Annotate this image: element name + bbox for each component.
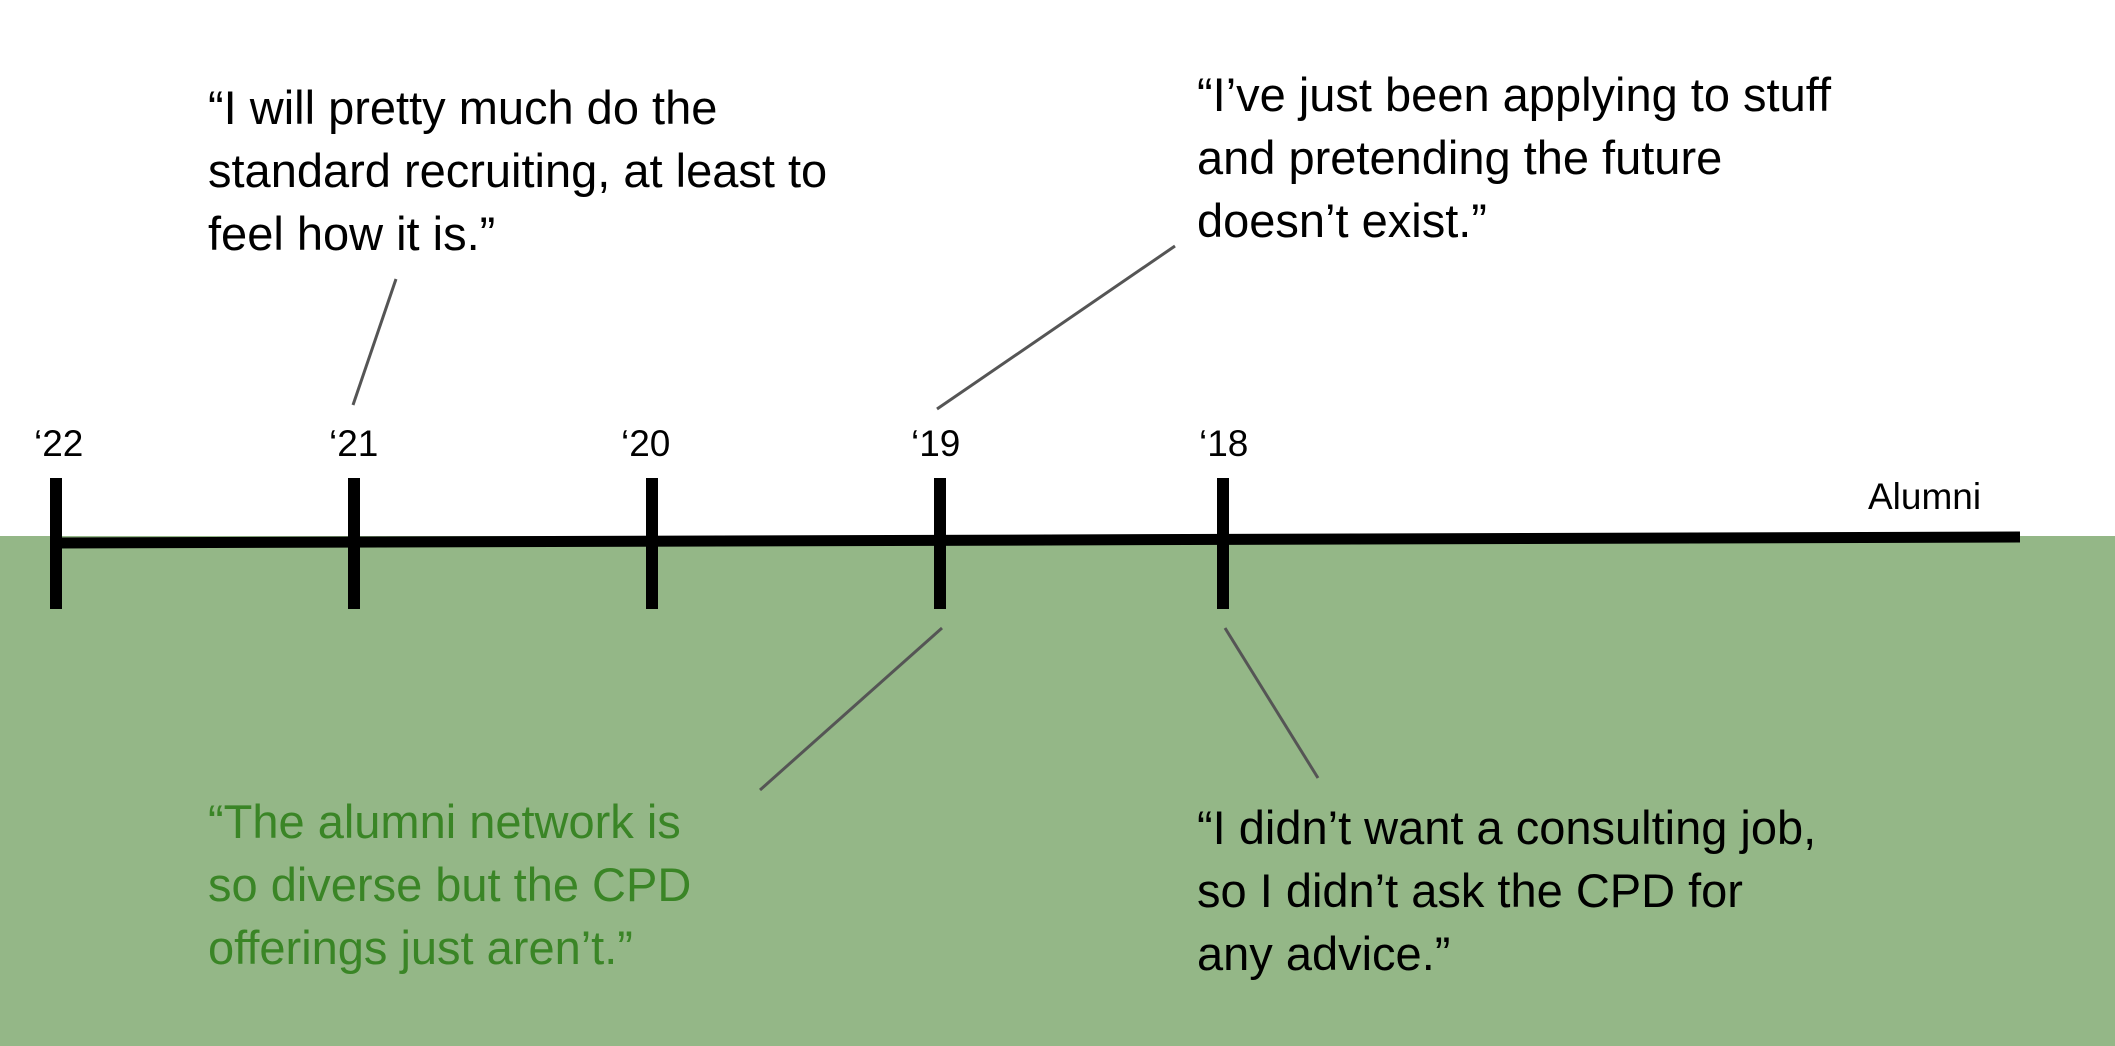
connector-q19-top (936, 244, 1176, 411)
quote-line: standard recruiting, at least to (208, 144, 828, 197)
year-label-21: ‘21 (329, 423, 379, 464)
connector-q18 (1223, 627, 1320, 779)
quote-line: “The alumni network is (208, 795, 681, 848)
quote-19-top: “I’ve just been applying to stuff and pr… (1197, 63, 1831, 252)
year-label-19: ‘19 (911, 423, 961, 464)
quote-line: “I didn’t want a consulting job, (1197, 801, 1817, 854)
quote-line: so I didn’t ask the CPD for (1197, 864, 1743, 917)
quote-line: “I will pretty much do the (208, 81, 718, 134)
year-label-18: ‘18 (1199, 423, 1249, 464)
quote-19-bottom: “The alumni network is so diverse but th… (208, 790, 691, 979)
quote-line: so diverse but the CPD (208, 858, 692, 911)
year-label-20: ‘20 (621, 423, 671, 464)
quote-18: “I didn’t want a consulting job, so I di… (1197, 796, 1816, 985)
quote-line: feel how it is.” (208, 207, 496, 260)
quote-line: offerings just aren’t.” (208, 921, 633, 974)
quote-line: “I’ve just been applying to stuff (1197, 68, 1832, 121)
green-background-band (0, 536, 2115, 1046)
quote-line: and pretending the future (1197, 131, 1723, 184)
year-label-22: ‘22 (34, 423, 84, 464)
alumni-label: Alumni (1868, 476, 1982, 517)
quote-line: any advice.” (1197, 927, 1451, 980)
quote-line: doesn’t exist.” (1197, 194, 1487, 247)
timeline-axis (54, 531, 2021, 549)
connector-q19-bottom (759, 626, 943, 792)
quote-21: “I will pretty much do the standard recr… (208, 76, 827, 265)
connector-q21 (351, 278, 398, 406)
